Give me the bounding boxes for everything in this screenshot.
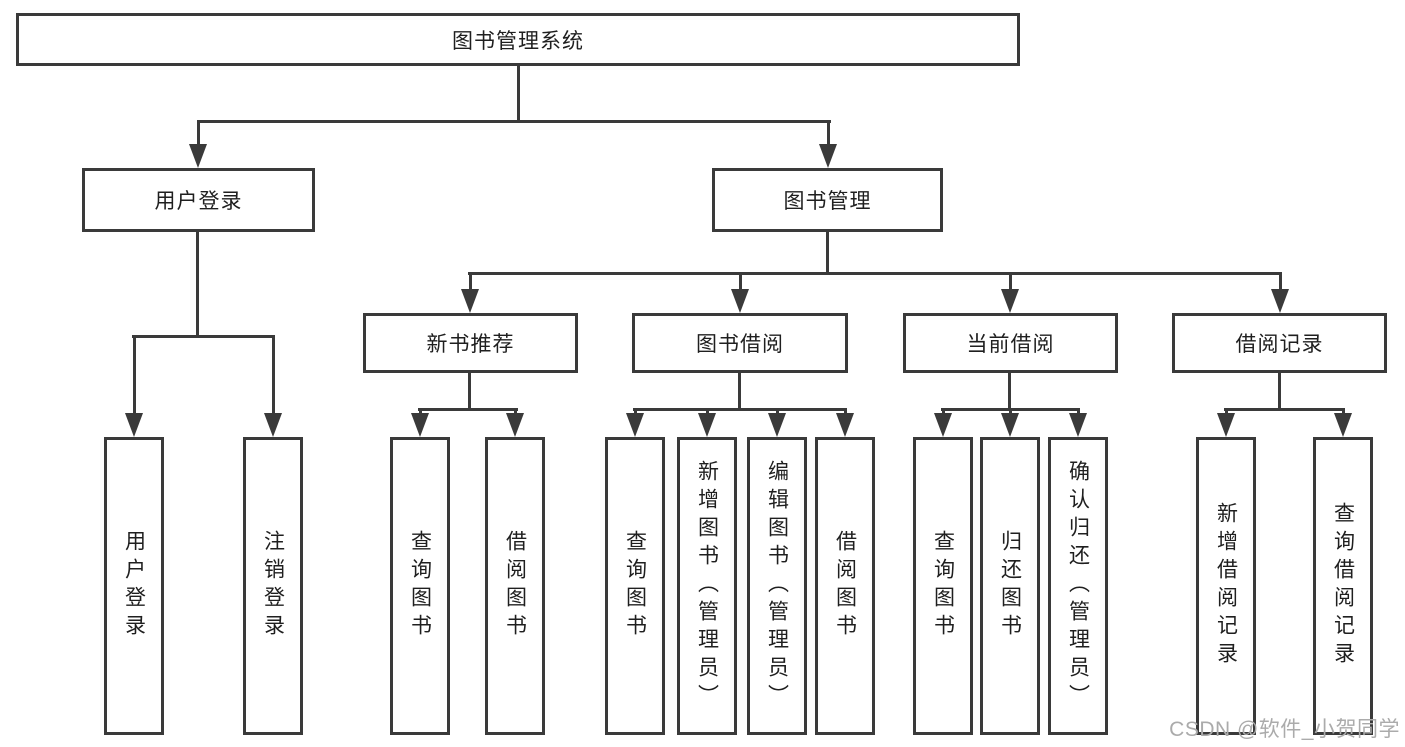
- node-borrow-records: 借阅记录: [1172, 313, 1387, 373]
- connector-line: [1278, 373, 1281, 408]
- arrowhead-down-icon: [1001, 413, 1019, 437]
- connector-line: [418, 408, 518, 411]
- connector-line: [513, 408, 517, 415]
- node-label: 当前借阅: [966, 333, 1055, 356]
- connector-line: [738, 373, 741, 408]
- node-label: 图书管理: [783, 190, 872, 213]
- connector-line: [418, 408, 422, 415]
- node-label: 借阅记录: [1235, 333, 1324, 356]
- leaf-bb-borrow-books: 借阅图书: [815, 437, 875, 735]
- leaf-label: 借阅图书: [833, 530, 857, 642]
- leaf-label: 确认归还（管理员）: [1066, 460, 1090, 712]
- leaf-bb-add-books-admin: 新增图书（管理员）: [677, 437, 737, 735]
- node-root-library-management-system: 图书管理系统: [16, 13, 1020, 66]
- arrowhead-down-icon: [1001, 289, 1019, 313]
- connector-line: [197, 120, 831, 123]
- leaf-label: 归还图书: [998, 530, 1022, 642]
- leaf-label: 查询借阅记录: [1331, 502, 1355, 670]
- leaf-nb-borrow-books: 借阅图书: [485, 437, 545, 735]
- node-label: 用户登录: [154, 190, 243, 213]
- connector-line: [633, 408, 637, 415]
- leaf-nb-query-books: 查询图书: [390, 437, 450, 735]
- arrowhead-down-icon: [836, 413, 854, 437]
- connector-line: [843, 408, 847, 415]
- connector-line: [271, 335, 275, 415]
- arrowhead-down-icon: [461, 289, 479, 313]
- connector-line: [517, 66, 520, 120]
- node-book-management: 图书管理: [712, 168, 943, 232]
- leaf-label: 借阅图书: [503, 530, 527, 642]
- connector-line: [196, 120, 200, 146]
- connector-line: [1278, 272, 1282, 291]
- arrowhead-down-icon: [1217, 413, 1235, 437]
- connector-line: [633, 408, 847, 411]
- connector-line: [738, 272, 742, 291]
- node-user-login: 用户登录: [82, 168, 315, 232]
- node-label: 图书管理系统: [452, 29, 584, 53]
- connector-line: [775, 408, 779, 415]
- node-book-borrow: 图书借阅: [632, 313, 848, 373]
- arrowhead-down-icon: [125, 413, 143, 437]
- leaf-label: 编辑图书（管理员）: [765, 460, 789, 712]
- node-label: 新书推荐: [426, 333, 515, 356]
- connector-line: [1008, 272, 1012, 291]
- arrowhead-down-icon: [626, 413, 644, 437]
- connector-line: [132, 335, 275, 338]
- arrowhead-down-icon: [1271, 289, 1289, 313]
- leaf-label: 查询图书: [623, 530, 647, 642]
- leaf-logout: 注销登录: [243, 437, 303, 735]
- arrowhead-down-icon: [506, 413, 524, 437]
- node-new-book-recommend: 新书推荐: [363, 313, 578, 373]
- connector-line: [1341, 408, 1345, 415]
- leaf-cb-return-books: 归还图书: [980, 437, 1040, 735]
- connector-line: [705, 408, 709, 415]
- connector-line: [826, 232, 829, 272]
- arrowhead-down-icon: [698, 413, 716, 437]
- leaf-user-login: 用户登录: [104, 437, 164, 735]
- connector-line: [132, 335, 136, 415]
- leaf-label: 查询图书: [408, 530, 432, 642]
- leaf-br-query-record: 查询借阅记录: [1313, 437, 1373, 735]
- connector-line: [941, 408, 945, 415]
- connector-line: [196, 232, 199, 335]
- arrowhead-down-icon: [264, 413, 282, 437]
- node-label: 图书借阅: [696, 333, 784, 356]
- leaf-cb-confirm-return-admin: 确认归还（管理员）: [1048, 437, 1108, 735]
- connector-line: [1076, 408, 1080, 415]
- arrowhead-down-icon: [731, 289, 749, 313]
- connector-line: [468, 373, 471, 408]
- arrowhead-down-icon: [768, 413, 786, 437]
- leaf-label: 用户登录: [122, 530, 146, 642]
- leaf-bb-edit-books-admin: 编辑图书（管理员）: [747, 437, 807, 735]
- connector-line: [826, 120, 830, 146]
- connector-line: [468, 272, 472, 291]
- connector-line: [1224, 408, 1228, 415]
- leaf-bb-query-books: 查询图书: [605, 437, 665, 735]
- arrowhead-down-icon: [1069, 413, 1087, 437]
- leaf-cb-query-books: 查询图书: [913, 437, 973, 735]
- connector-line: [1008, 373, 1011, 408]
- arrowhead-down-icon: [411, 413, 429, 437]
- leaf-br-add-record: 新增借阅记录: [1196, 437, 1256, 735]
- arrowhead-down-icon: [819, 144, 837, 168]
- leaf-label: 查询图书: [931, 530, 955, 642]
- leaf-label: 注销登录: [261, 530, 285, 642]
- arrowhead-down-icon: [189, 144, 207, 168]
- leaf-label: 新增图书（管理员）: [695, 460, 719, 712]
- connector-line: [468, 272, 1282, 275]
- node-current-borrow: 当前借阅: [903, 313, 1118, 373]
- csdn-watermark: CSDN @软件_小贺同学: [1169, 718, 1400, 741]
- connector-line: [1008, 408, 1012, 415]
- arrowhead-down-icon: [934, 413, 952, 437]
- arrowhead-down-icon: [1334, 413, 1352, 437]
- leaf-label: 新增借阅记录: [1214, 502, 1238, 670]
- connector-line: [1224, 408, 1345, 411]
